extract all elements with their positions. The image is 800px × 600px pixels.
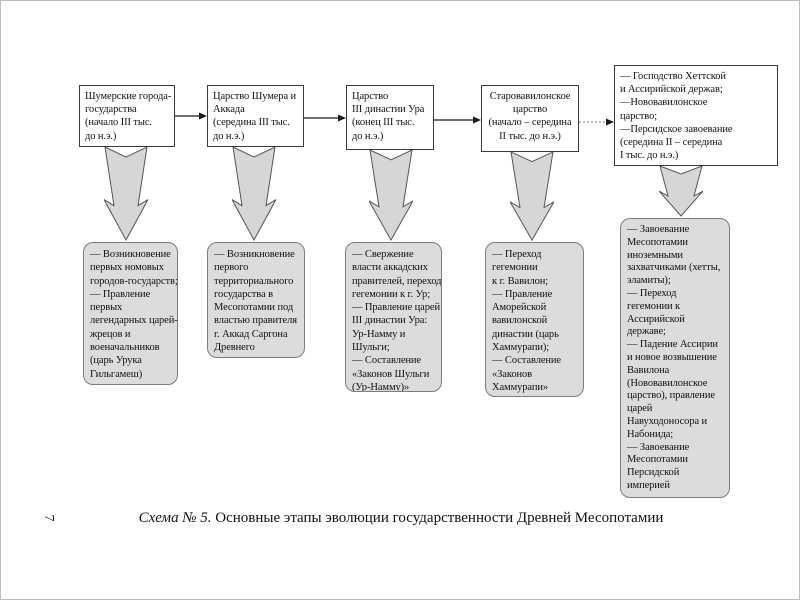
stage-box-sumer-cities: Шумерские города- государства (начало II… (79, 85, 175, 147)
page-number: 7 (42, 514, 57, 522)
down-arrow-3-icon (369, 150, 413, 242)
figure-caption-label: Схема № 5. (138, 510, 212, 526)
figure-caption: Схема № 5. Основные этапы эволюции госуд… (1, 510, 800, 527)
stage-box-late-period: — Господство Хеттской и Ассирийской держ… (614, 65, 778, 166)
detail-box-sumer-akkad: — Возникновение первого территориального… (207, 242, 305, 358)
flow-arrow-1-2-icon (175, 112, 207, 120)
down-arrow-2-icon (232, 147, 276, 242)
figure-caption-text: Основные этапы эволюции государственност… (211, 510, 664, 526)
down-arrow-4-icon (510, 152, 554, 242)
stage-box-ur-dynasty: Царство III династии Ура (конец III тыс.… (346, 85, 434, 150)
stage-box-old-babylon: Старовавилонское царство (начало – серед… (481, 85, 579, 152)
down-arrow-1-icon (104, 147, 148, 242)
detail-box-late-period: — Завоевание Месопотамии иноземными захв… (620, 218, 730, 498)
detail-box-ur-dynasty: — Свержение власти аккадских правителей,… (345, 242, 442, 392)
down-arrow-5-icon (659, 166, 703, 217)
flow-arrow-3-4-icon (434, 116, 481, 124)
flow-arrow-2-3-icon (304, 114, 346, 122)
detail-box-sumer-cities: — Возникновение первых номовых городов-г… (83, 242, 178, 385)
flow-arrow-4-5-icon (579, 118, 614, 126)
detail-box-old-babylon: — Переход гегемонии к г. Вавилон; — Прав… (485, 242, 584, 397)
stage-box-sumer-akkad: Царство Шумера и Аккада (середина III ты… (207, 85, 304, 147)
